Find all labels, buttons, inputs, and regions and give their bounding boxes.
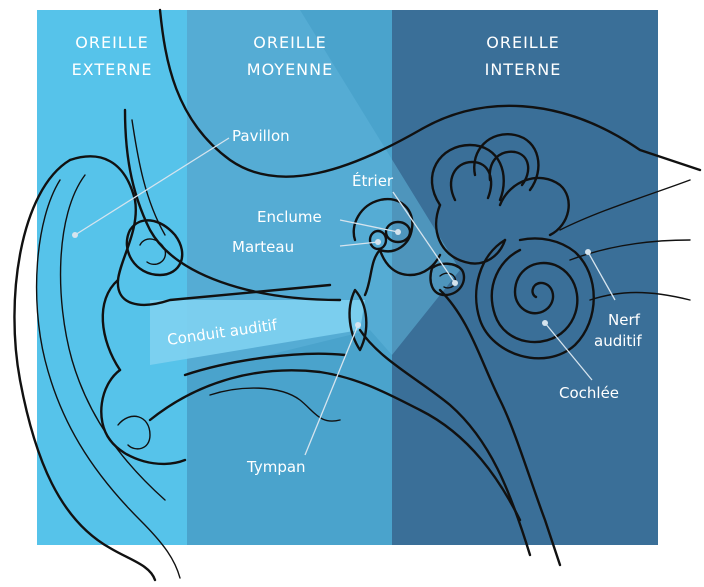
label-enclume: Enclume	[257, 208, 322, 226]
middle-ear-title-1: OREILLE	[253, 33, 326, 52]
label-pavillon: Pavillon	[232, 127, 290, 145]
label-tympan: Tympan	[246, 458, 306, 476]
label-marteau: Marteau	[232, 238, 294, 256]
label-etrier: Étrier	[352, 171, 394, 190]
label-nerf: Nerf	[608, 311, 641, 329]
inner-ear-title-2: INTERNE	[485, 60, 562, 79]
label-cochlee: Cochlée	[559, 384, 619, 402]
inner-ear-title-1: OREILLE	[486, 33, 559, 52]
outer-ear-title-2: EXTERNE	[72, 60, 153, 79]
label-auditif: auditif	[594, 332, 642, 350]
middle-ear-title-2: MOYENNE	[247, 60, 333, 79]
outer-ear-title-1: OREILLE	[75, 33, 148, 52]
